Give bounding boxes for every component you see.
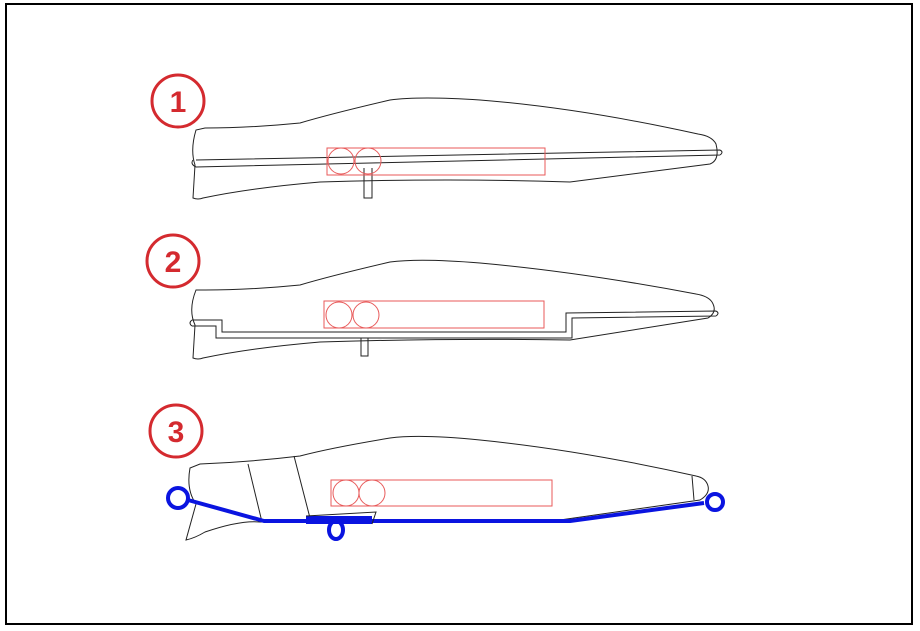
label-number-3: 3 xyxy=(168,416,185,449)
weight-ball-2b xyxy=(352,301,380,329)
label-badge-3: 3 xyxy=(148,403,204,459)
weight-box-1 xyxy=(326,147,546,176)
lure-wire-1 xyxy=(191,149,723,168)
lure-body-2 xyxy=(191,259,715,360)
lure-body-1 xyxy=(192,97,718,200)
frame-border xyxy=(5,3,913,625)
label-badge-1: 1 xyxy=(150,73,206,129)
weight-box-3 xyxy=(330,479,553,507)
label-number-2: 2 xyxy=(165,246,182,279)
lure-hook-hanger-2 xyxy=(360,338,369,357)
lure-wire-2 xyxy=(189,310,719,339)
diagram-3: 3 xyxy=(148,403,725,541)
lure-hook-hanger-1 xyxy=(363,168,373,199)
weight-ball-3b xyxy=(358,479,386,507)
belly-plate-edge-3 xyxy=(305,511,377,525)
label-badge-2: 2 xyxy=(145,233,201,289)
tail-eye-3 xyxy=(705,492,725,512)
line-eye-3 xyxy=(166,486,190,510)
weight-ball-1a xyxy=(327,147,355,175)
weight-ball-1b xyxy=(354,147,382,175)
lure-body-3 xyxy=(185,435,709,541)
label-circle-3 xyxy=(148,403,204,459)
lure-wire-3 xyxy=(187,498,705,523)
label-circle-1 xyxy=(150,73,206,129)
weight-ball-2a xyxy=(325,301,353,329)
hook-hanger-eye-3 xyxy=(327,519,345,541)
weight-box-2 xyxy=(323,300,545,329)
lure-segment-lines-3 xyxy=(247,455,695,523)
label-number-1: 1 xyxy=(170,86,187,119)
diagram-1: 1 xyxy=(150,73,723,200)
label-circle-2 xyxy=(145,233,201,289)
diagram-2: 2 xyxy=(145,233,719,360)
